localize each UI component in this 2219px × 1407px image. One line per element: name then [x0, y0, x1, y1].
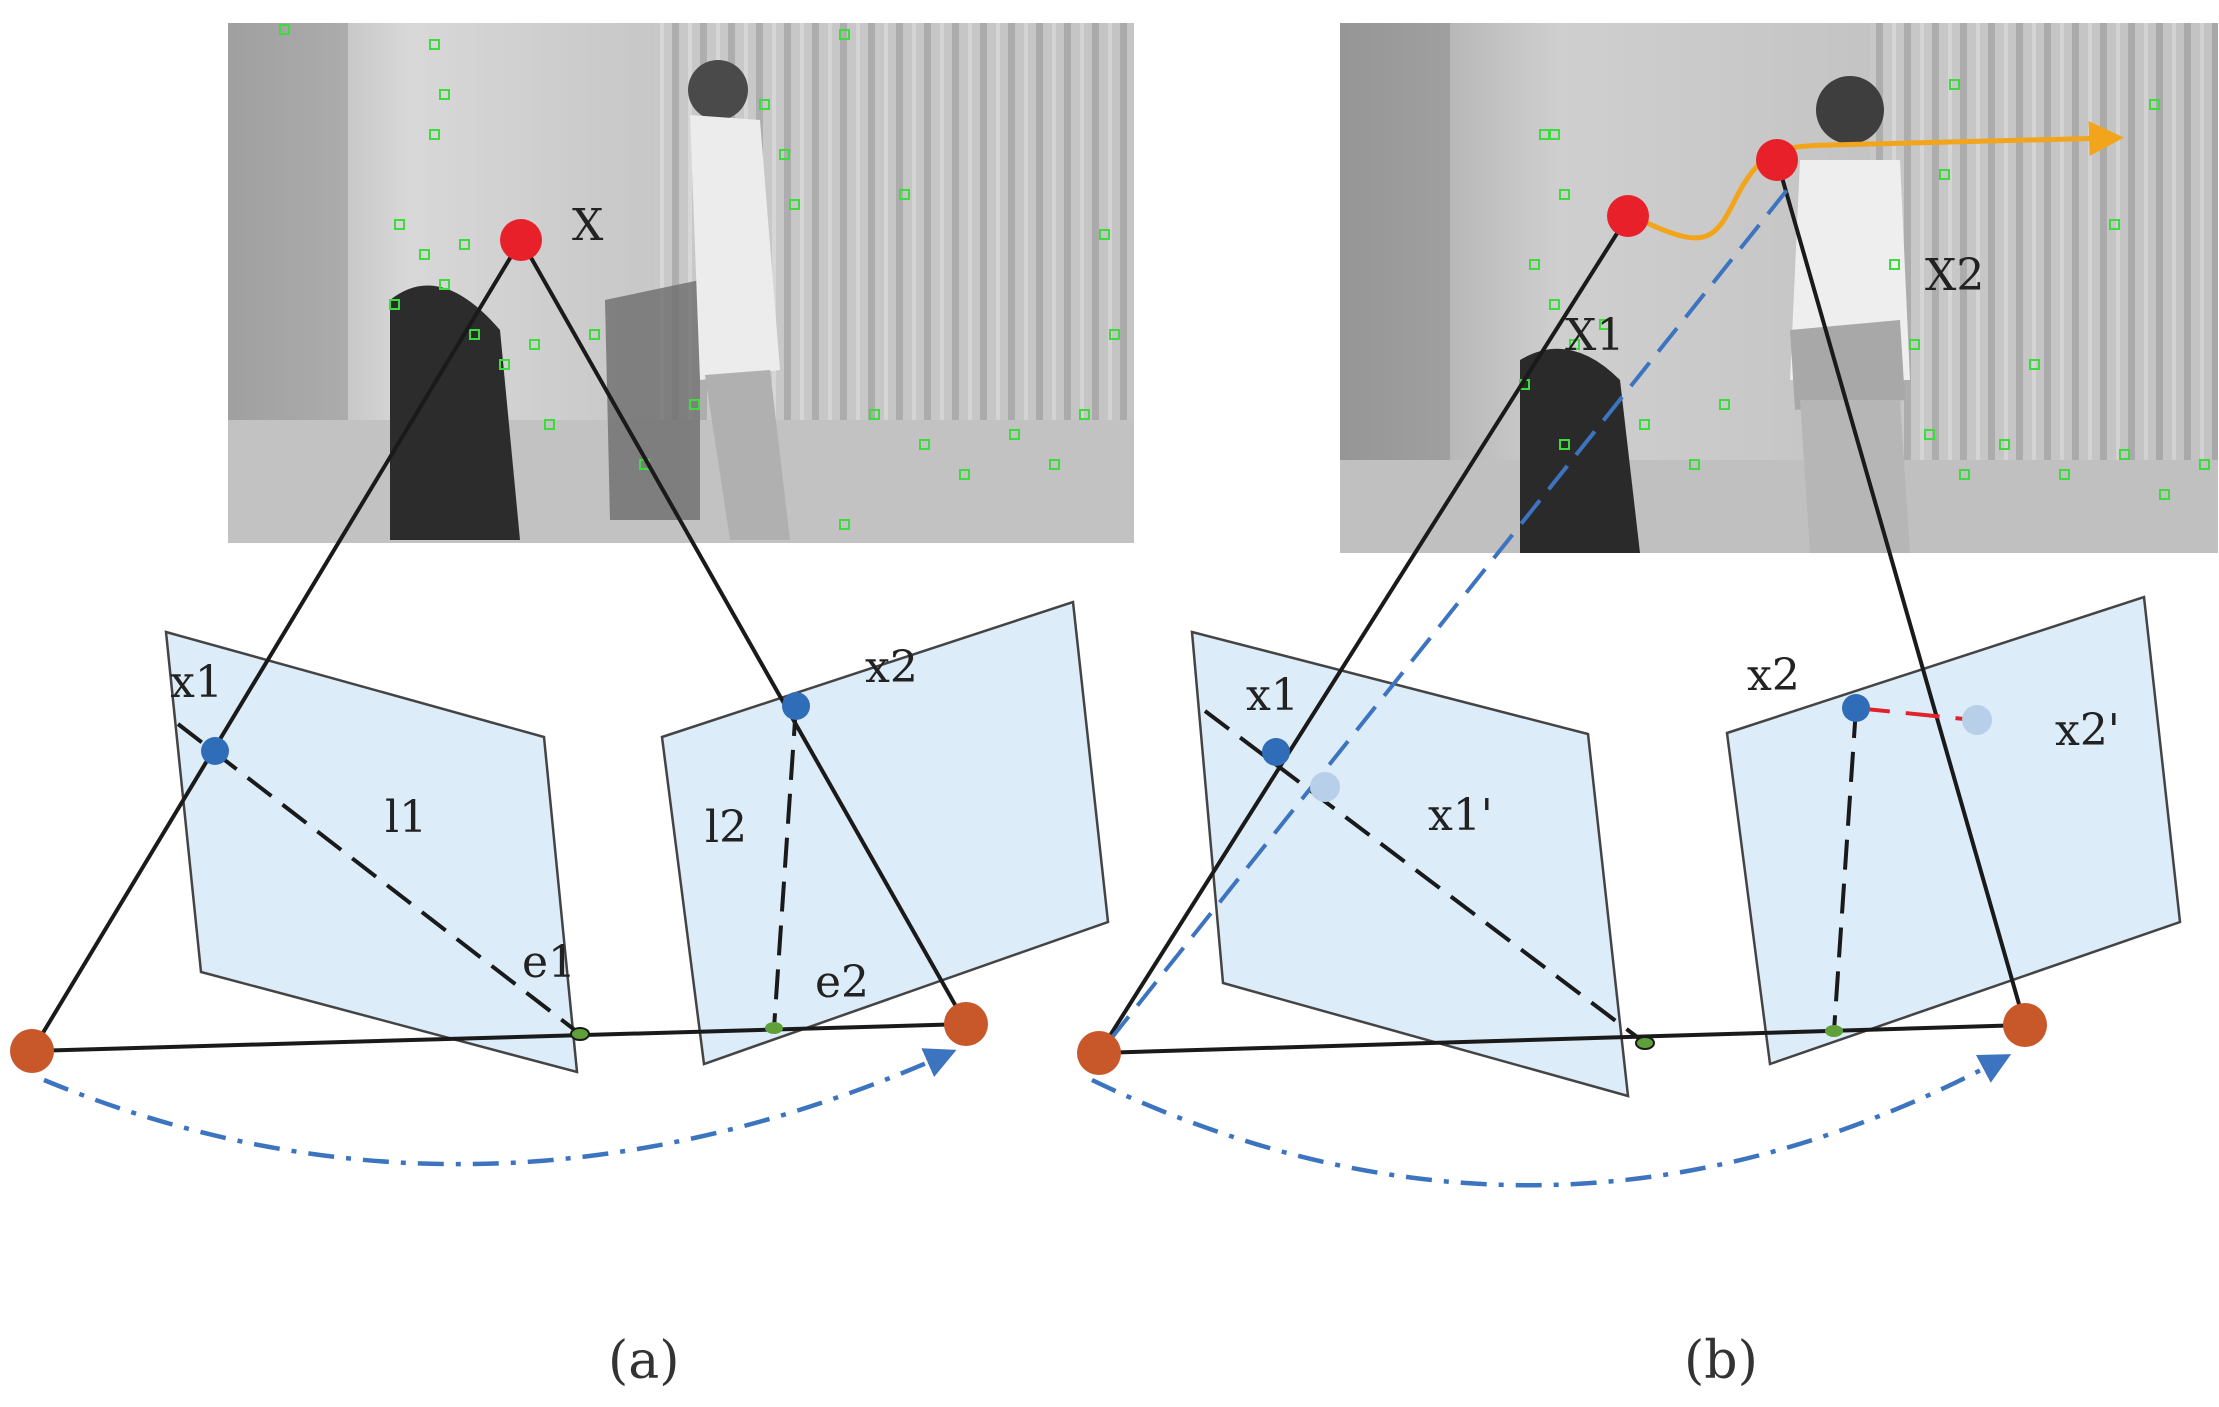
image-plane-left-b	[1190, 630, 1630, 1098]
baseline-b	[1098, 1023, 2026, 1055]
label-e2: e2	[815, 957, 869, 1008]
camera-motion-arrow-a	[43, 1048, 957, 1167]
camera-center-1-a	[10, 1029, 54, 1073]
label-x2p: x2'	[2055, 705, 2120, 756]
camera-center-2-a	[944, 1002, 988, 1046]
label-x1: x1	[170, 657, 223, 708]
image-point-x1-b	[1262, 738, 1290, 766]
world-point-X2	[1756, 139, 1798, 181]
label-X2: X2	[1925, 250, 1984, 301]
epipolar-line-right-b	[1832, 707, 1858, 1032]
ray-c2-to-X2	[1775, 159, 2027, 1026]
label-l2: l2	[705, 802, 747, 853]
reprojected-point-x2p	[1962, 705, 1992, 735]
baseline-a	[31, 1022, 967, 1053]
scene-photo-a	[228, 23, 1134, 543]
camera-center-1-b	[1077, 1031, 1121, 1075]
world-point-X	[500, 219, 542, 261]
epipole-left-b	[1635, 1036, 1655, 1050]
feature-markers-a	[279, 24, 1120, 530]
world-point-X1	[1607, 195, 1649, 237]
label-x2-b: x2	[1747, 650, 1800, 701]
label-X1: X1	[1565, 310, 1624, 361]
feature-markers-b	[1519, 79, 2210, 500]
caption-b: (b)	[1684, 1331, 1758, 1391]
epipolar-line-l2	[772, 705, 798, 1029]
panel-b: X1 X2 x1 x1' x2 x2' (b)	[1077, 23, 2218, 1391]
panel-a: X x1 x2 l1 l2 e1 e2 (a)	[10, 23, 1134, 1391]
camera-center-2-b	[2003, 1003, 2047, 1047]
epipole-right-b	[1825, 1025, 1843, 1037]
image-plane-right-a	[660, 600, 1110, 1066]
ray-c1-to-X1	[1097, 214, 1630, 1055]
ray-c2-to-X	[519, 239, 968, 1025]
epipole-e2	[765, 1022, 783, 1034]
epipole-e1	[570, 1027, 590, 1041]
label-X: X	[572, 200, 604, 251]
reprojection-error-line	[1855, 706, 1975, 722]
image-point-x2	[782, 692, 810, 720]
epipolar-line-l1	[176, 722, 582, 1036]
label-e1: e1	[522, 937, 576, 988]
label-l1: l1	[385, 792, 427, 843]
ray-c1-to-X	[30, 238, 523, 1053]
label-x2: x2	[865, 642, 918, 693]
scene-photo-b	[1340, 23, 2218, 553]
reprojected-point-x1p	[1310, 772, 1340, 802]
label-x1p: x1'	[1428, 790, 1493, 841]
ray-c1-to-X2-dashed	[1108, 178, 1797, 1042]
label-x1-b: x1	[1246, 670, 1299, 721]
caption-a: (a)	[608, 1331, 680, 1391]
camera-motion-arrow-b	[1091, 1054, 2012, 1188]
image-point-x1	[201, 737, 229, 765]
image-plane-left-a	[164, 630, 579, 1074]
image-point-x2-b	[1842, 694, 1870, 722]
object-trajectory-arrow	[1643, 121, 2124, 241]
